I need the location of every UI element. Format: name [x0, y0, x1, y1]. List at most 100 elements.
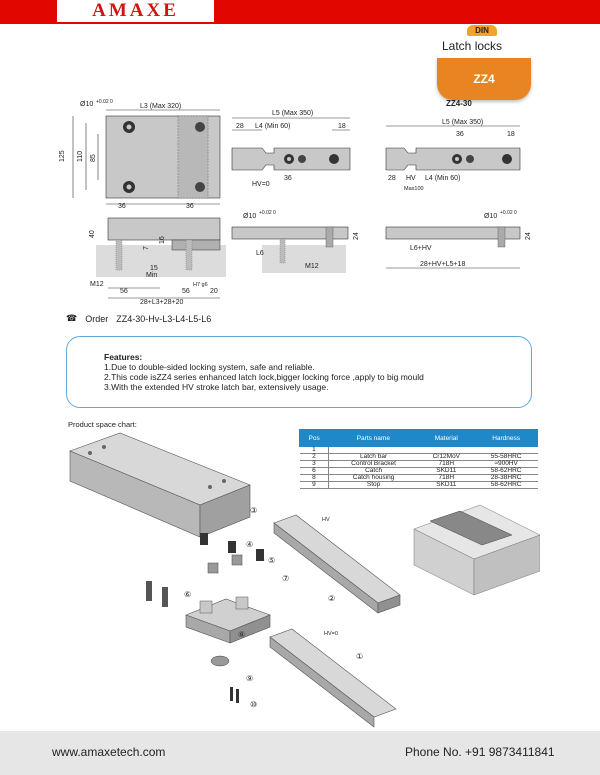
- cell: 718H: [438, 474, 455, 481]
- dim-36a: 36: [118, 203, 126, 210]
- cell: SKD11: [436, 467, 457, 474]
- pin-part-3: [230, 687, 233, 701]
- cell: Catch housing: [352, 474, 395, 481]
- dim-l4: L4 (Min 60): [255, 123, 290, 130]
- zz430-l4: L4 (Min 60): [425, 175, 460, 182]
- features-title: Features:: [104, 352, 143, 362]
- screw-part: [200, 533, 208, 545]
- pin-part-2: [162, 587, 168, 607]
- pin-part-4: [236, 689, 239, 703]
- feature-item: 3.With the extended HV stroke latch bar,…: [104, 382, 329, 392]
- din-badge: DIN: [467, 25, 497, 36]
- order-row: ☎ Order ZZ4-30-Hv-L3-L4-L5-L6: [66, 313, 211, 324]
- bar2-dim: L6+HV: [410, 245, 432, 252]
- bar-side-view: [231, 226, 349, 273]
- dim-85: 85: [90, 154, 97, 162]
- dim-total: 28+L3+28+20: [140, 299, 184, 306]
- dim-110: 110: [77, 151, 84, 162]
- latch-bar-part-2: [269, 628, 397, 728]
- plate-side-view: [96, 217, 226, 299]
- dim-56a: 56: [120, 288, 128, 295]
- cell: 28-38HRC: [490, 474, 522, 481]
- cell: 9: [299, 481, 330, 489]
- callout-8: ⑧: [238, 630, 245, 639]
- table-row: 3 Control Bracket 718H ≈900HV: [299, 460, 538, 468]
- cell: Control Bracket: [351, 460, 396, 467]
- feature-item: 2.This code isZZ4 series enhanced latch …: [104, 372, 424, 382]
- zz430-36: 36: [456, 131, 464, 138]
- screw-part-2: [228, 541, 236, 553]
- logo: AMAXE: [57, 0, 214, 22]
- dim-36: 36: [284, 175, 292, 182]
- callout-hv0: HV=0: [324, 631, 338, 637]
- feature-item: 1.Due to double-sided locking system, sa…: [104, 362, 315, 372]
- dim-56b: 56: [182, 288, 190, 295]
- callout-hv: HV: [322, 517, 330, 523]
- table-row: 8 Catch housing 718H 28-38HRC: [299, 474, 538, 482]
- dim-15: 15: [150, 265, 158, 272]
- callout-7: ⑦: [282, 574, 289, 583]
- cell: 8: [299, 474, 330, 482]
- zz430-latch-bar: [385, 125, 521, 171]
- cell: 718H: [438, 460, 455, 467]
- dim-l3: L3 (Max 320): [140, 103, 181, 110]
- bar-tol: +0.02 0: [259, 210, 276, 216]
- table-row: 1: [299, 446, 538, 454]
- cell: ≈900HV: [494, 460, 518, 467]
- zz430-hv: HV: [406, 175, 416, 182]
- pin-part: [146, 581, 152, 601]
- cell: 3: [299, 460, 330, 468]
- latch-bar-top-view: [231, 117, 351, 171]
- zz430-max: Max100: [404, 186, 424, 192]
- product-code: ZZ4: [473, 72, 495, 86]
- callout-2: ②: [328, 594, 335, 603]
- dim-20: 20: [210, 288, 218, 295]
- dim-l5: L5 (Max 350): [272, 110, 313, 117]
- header-hardness: Hardness: [474, 429, 538, 447]
- phone-icon: ☎: [66, 313, 78, 323]
- logo-text: AMAXE: [92, 0, 179, 21]
- zz430-title: ZZ4-30: [446, 99, 472, 108]
- bracket-part: [185, 596, 271, 644]
- dim-hv0: HV=0: [252, 181, 270, 188]
- zz430-18: 18: [507, 131, 515, 138]
- callout-6: ⑥: [184, 590, 191, 599]
- cell: Catch: [365, 467, 383, 474]
- product-code-tab: ZZ4: [437, 58, 531, 100]
- callout-4: ④: [246, 540, 253, 549]
- dim-18: 18: [338, 123, 346, 130]
- cell: 55-58HRC: [490, 453, 522, 460]
- footer-website[interactable]: www.amaxetech.com: [52, 745, 166, 759]
- callout-9: ⑨: [246, 674, 253, 683]
- dim-m12: M12: [90, 281, 104, 288]
- callout-5: ⑤: [268, 556, 275, 565]
- latch-bar-part: [273, 514, 401, 614]
- bar2-tol: +0.02 0: [500, 210, 517, 216]
- exploded-view: ③ ④ ⑤ ⑦ ⑥ ② ⑧ ① ⑨ ⑩ HV HV=0: [69, 432, 540, 728]
- cell: 6: [299, 467, 330, 475]
- footer: [0, 731, 600, 775]
- catch-part-2: [231, 554, 243, 566]
- technical-drawing: Ø10 +0.02 0 L3 (Max 320) 125 110 85 36 3…: [59, 99, 532, 306]
- bar2-24: 24: [525, 232, 532, 240]
- dim-36b: 36: [186, 203, 194, 210]
- space-chart-label: Product space chart:: [68, 420, 137, 429]
- cell: Latch bar: [360, 453, 388, 460]
- footer-phone[interactable]: Phone No. +91 9873411841: [405, 745, 555, 759]
- dim-125: 125: [59, 150, 66, 162]
- cell: Stop: [366, 481, 381, 488]
- zz430-28: 28: [388, 175, 396, 182]
- features-box: [66, 336, 532, 408]
- bar-m12: M12: [305, 263, 319, 270]
- table-header-row: Pos Parts name Material Hardness: [298, 429, 538, 447]
- cell: 58-62HRC: [490, 481, 522, 488]
- bar-side-view-2: [385, 226, 521, 269]
- dim-tolerance: +0.02 0: [96, 99, 113, 105]
- dim-min: Min: [146, 272, 157, 279]
- assembly-view: [413, 504, 540, 596]
- order-code: ZZ4-30-Hv-L3-L4-L5-L6: [116, 313, 212, 324]
